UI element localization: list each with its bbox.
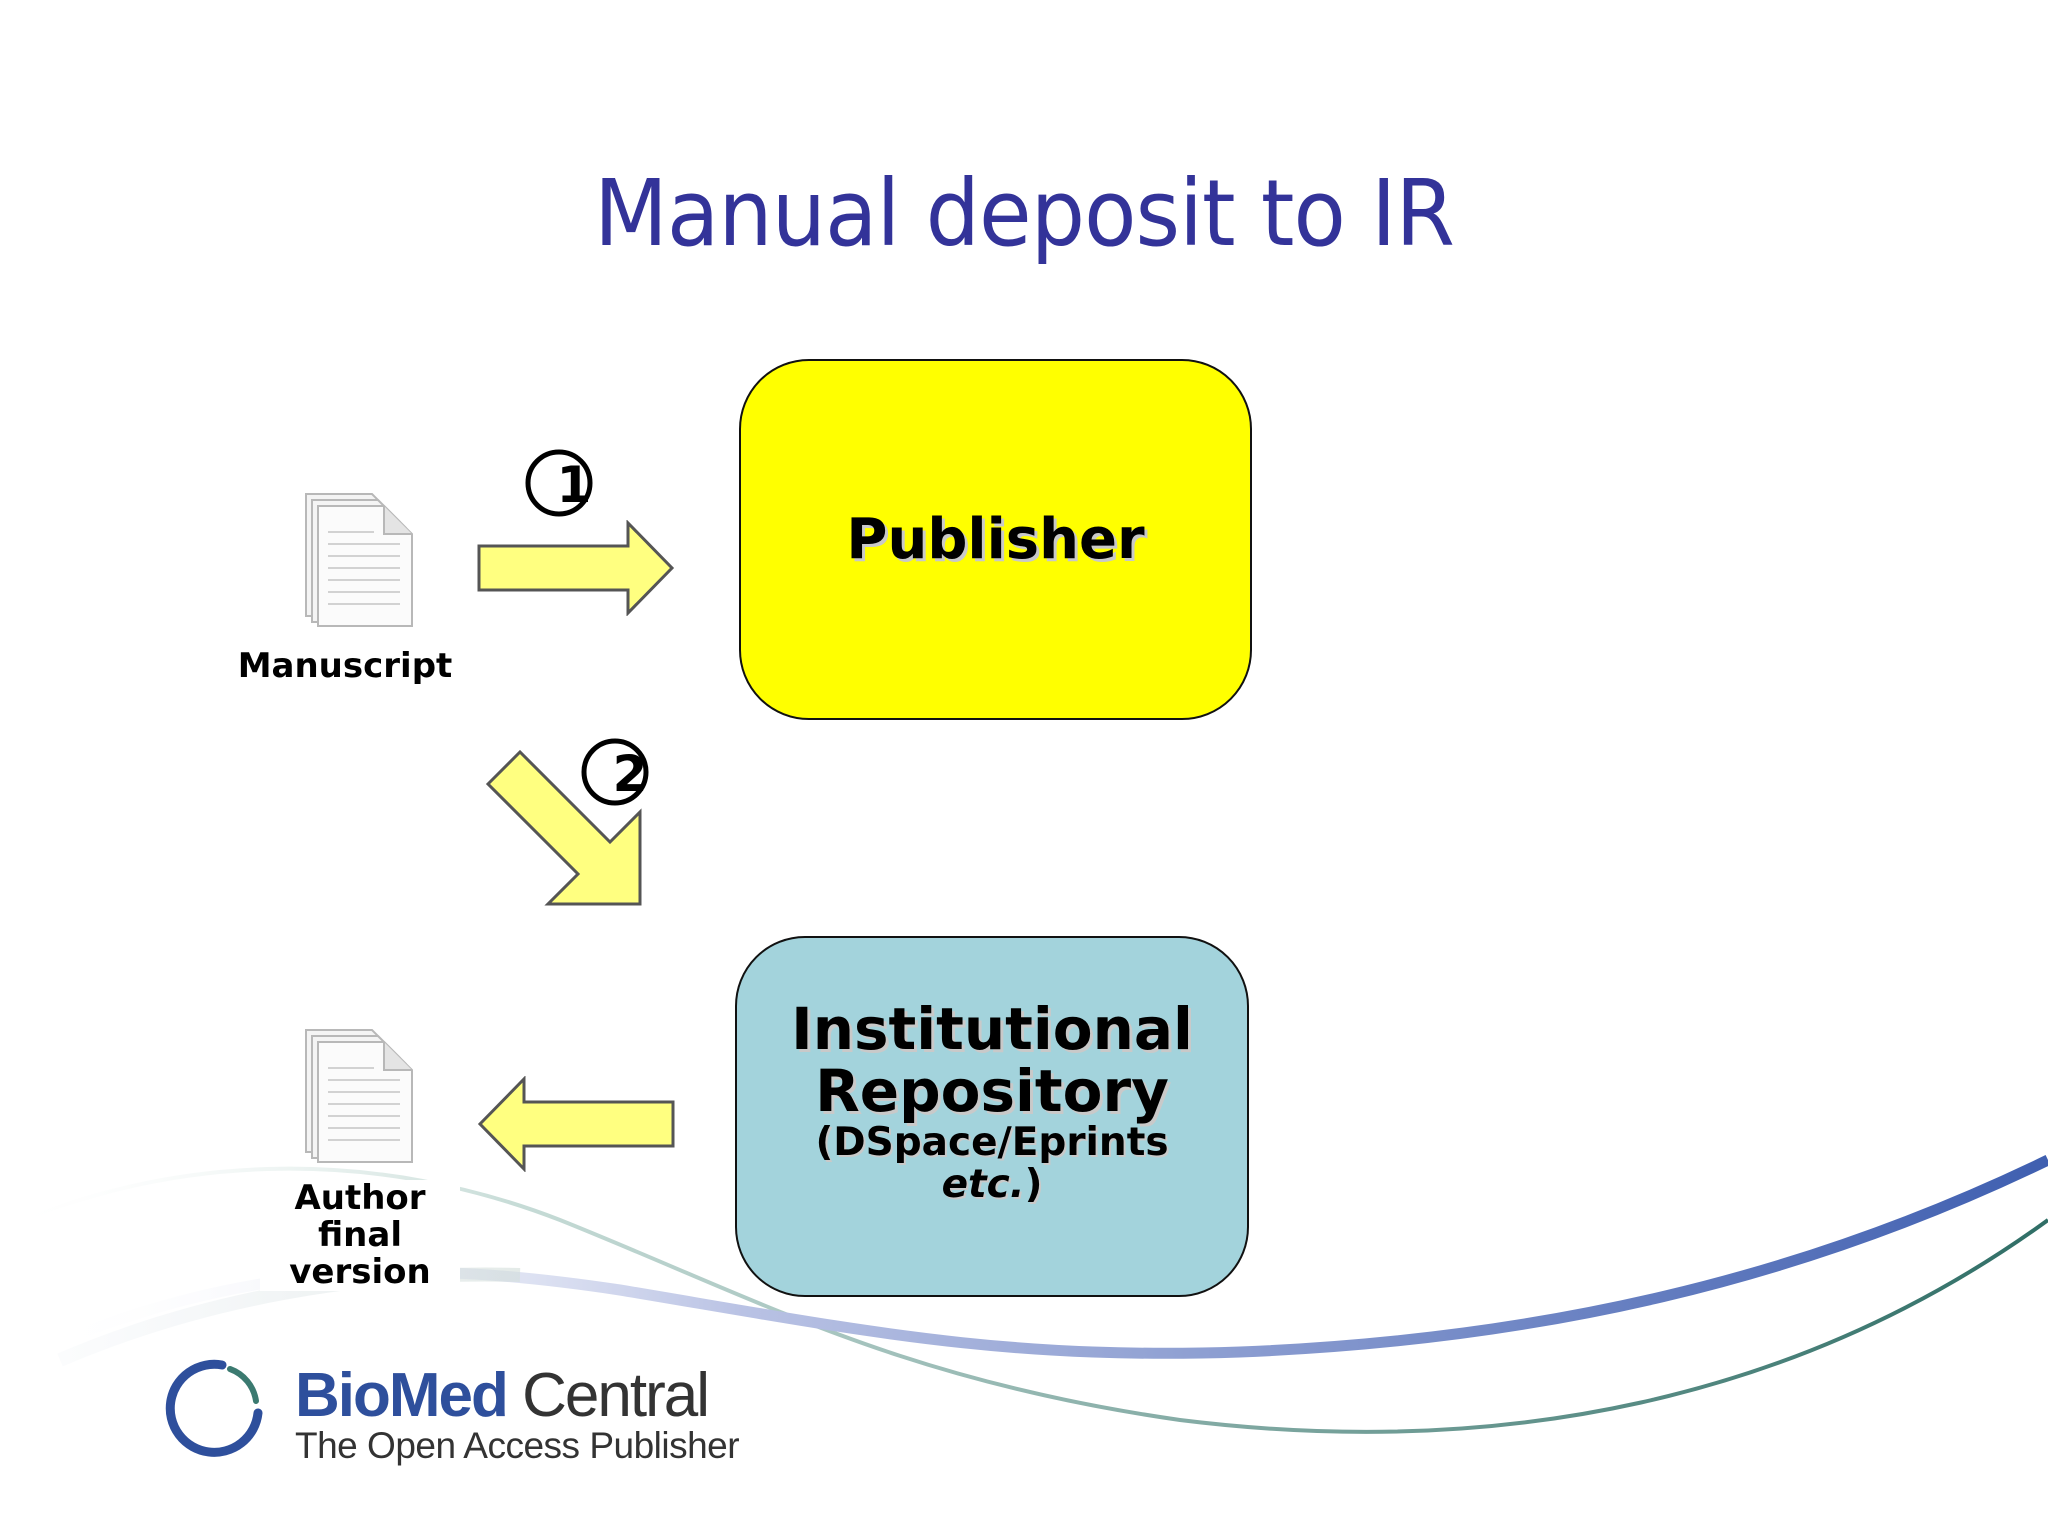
document-stack-icon [305, 493, 413, 627]
caption-line: final [317, 1215, 402, 1255]
document-stack-icon [305, 1029, 413, 1163]
logo-tagline: The Open Access Publisher [295, 1425, 740, 1466]
author-final-version-caption: Author final version [260, 1180, 460, 1291]
repository-sublabel-suffix: ) [1024, 1161, 1043, 1207]
repository-sublabel-italic: etc. [941, 1161, 1025, 1207]
step-1-badge: 1 [525, 449, 593, 517]
logo-name-bold: BioMed [295, 1361, 509, 1430]
publisher-box: Publisher [739, 359, 1252, 720]
repository-label-line2: Repository [815, 1056, 1169, 1125]
arrow-down-right-icon [485, 749, 642, 906]
logo-wordmark: BioMed Central [295, 1360, 710, 1431]
caption-line: Author [294, 1178, 426, 1218]
repository-label-line1: Institutional [791, 994, 1193, 1063]
step-number: 2 [613, 745, 648, 803]
arrow-right-icon [477, 520, 675, 616]
repository-sublabel: (DSpace/Eprints etc.) [815, 1119, 1169, 1207]
biomed-central-logo-icon [165, 1359, 263, 1457]
step-number: 1 [557, 456, 592, 514]
arrow-left-icon [477, 1076, 675, 1172]
manuscript-caption: Manuscript [237, 646, 453, 686]
institutional-repository-box: Institutional Repository (DSpace/Eprints… [735, 936, 1249, 1297]
caption-line: version [289, 1252, 431, 1292]
publisher-label: Publisher [846, 507, 1145, 572]
step-2-badge: 2 [581, 738, 649, 806]
slide-title: Manual deposit to IR [594, 160, 1455, 267]
repository-sublabel-prefix: (DSpace/Eprints [815, 1119, 1169, 1165]
logo-name-regular: Central [522, 1361, 710, 1430]
